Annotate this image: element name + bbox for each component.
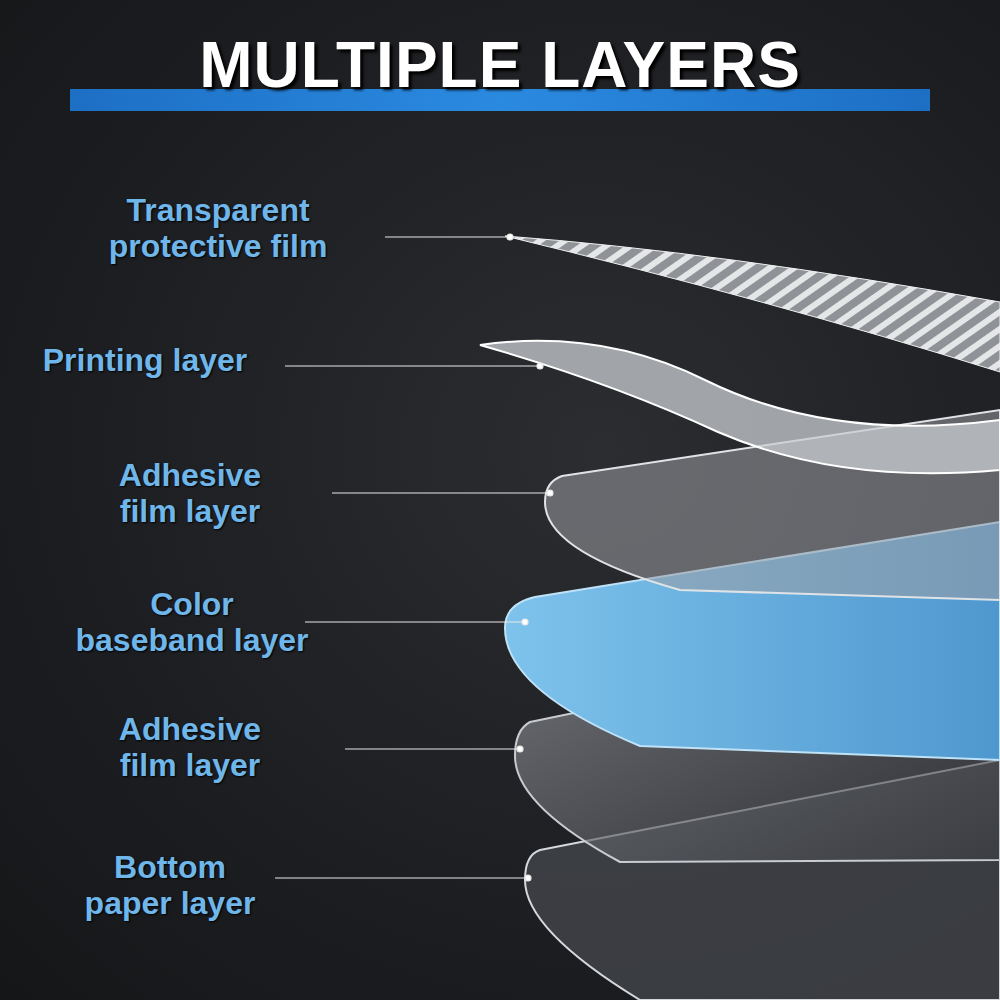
layer-label: Printing layer: [10, 342, 280, 378]
layer-label: Bottom paper layer: [70, 849, 270, 921]
leader-dot: [525, 875, 531, 881]
printing-film: [480, 341, 1000, 473]
leader-dot: [522, 619, 528, 625]
leader-line: [275, 877, 528, 878]
leader-dot: [517, 746, 523, 752]
leader-line: [285, 365, 540, 366]
leader-dot: [547, 490, 553, 496]
leader-line: [332, 492, 550, 493]
leader-line: [385, 236, 510, 237]
layer-label: Adhesive film layer: [90, 457, 290, 529]
layer-label: Transparent protective film: [73, 192, 363, 264]
leader-dot: [537, 363, 543, 369]
title: MULTIPLE LAYERS: [0, 28, 1000, 102]
leader-line: [345, 748, 520, 749]
leader-dot: [507, 234, 513, 240]
protective-film: [505, 236, 1000, 372]
leader-line: [305, 621, 525, 622]
layer-label: Adhesive film layer: [90, 711, 290, 783]
layer-label: Color baseband layer: [74, 586, 311, 658]
